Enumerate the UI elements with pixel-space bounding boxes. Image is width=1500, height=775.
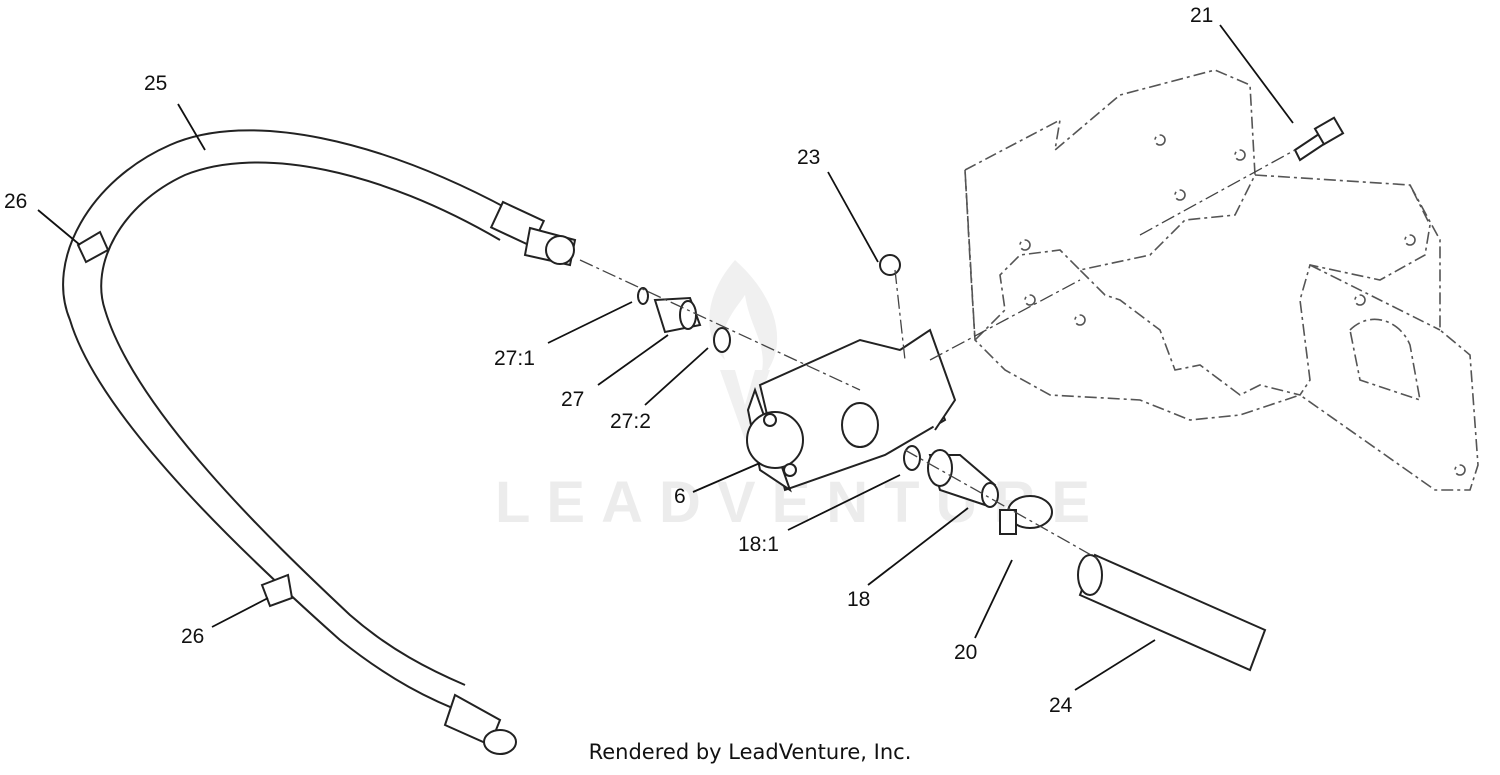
callout-18-1: 18:1: [738, 533, 779, 556]
callout-25: 25: [144, 72, 168, 95]
hydraulic-pump-6: [746, 254, 957, 493]
callout-27-2: 27:2: [610, 410, 651, 433]
callout-21: 21: [1190, 4, 1214, 27]
callout-18: 18: [847, 588, 871, 611]
fitting-18: [903, 445, 999, 508]
callout-20: 20: [954, 641, 978, 664]
leader-lines: [37, 24, 1294, 691]
callout-26-lower: 26: [181, 625, 205, 648]
frame-bracket: [964, 69, 1479, 491]
assembly-centerlines: [579, 149, 1296, 561]
hose-25: [62, 129, 577, 755]
callout-24: 24: [1049, 694, 1073, 717]
fitting-27: [637, 287, 731, 353]
hose-clamp-26: [76, 230, 294, 608]
callout-27: 27: [561, 388, 585, 411]
callout-27-1: 27:1: [494, 347, 535, 370]
callout-26-upper: 26: [4, 190, 28, 213]
footer-credit: Rendered by LeadVenture, Inc.: [588, 740, 912, 764]
hose-24: [1077, 553, 1267, 672]
callout-23: 23: [797, 146, 821, 169]
watermark-flame-logo: [709, 260, 778, 440]
bolt-21: [1293, 116, 1345, 162]
hose-clamp-20: [999, 495, 1053, 535]
callout-6: 6: [674, 485, 686, 508]
